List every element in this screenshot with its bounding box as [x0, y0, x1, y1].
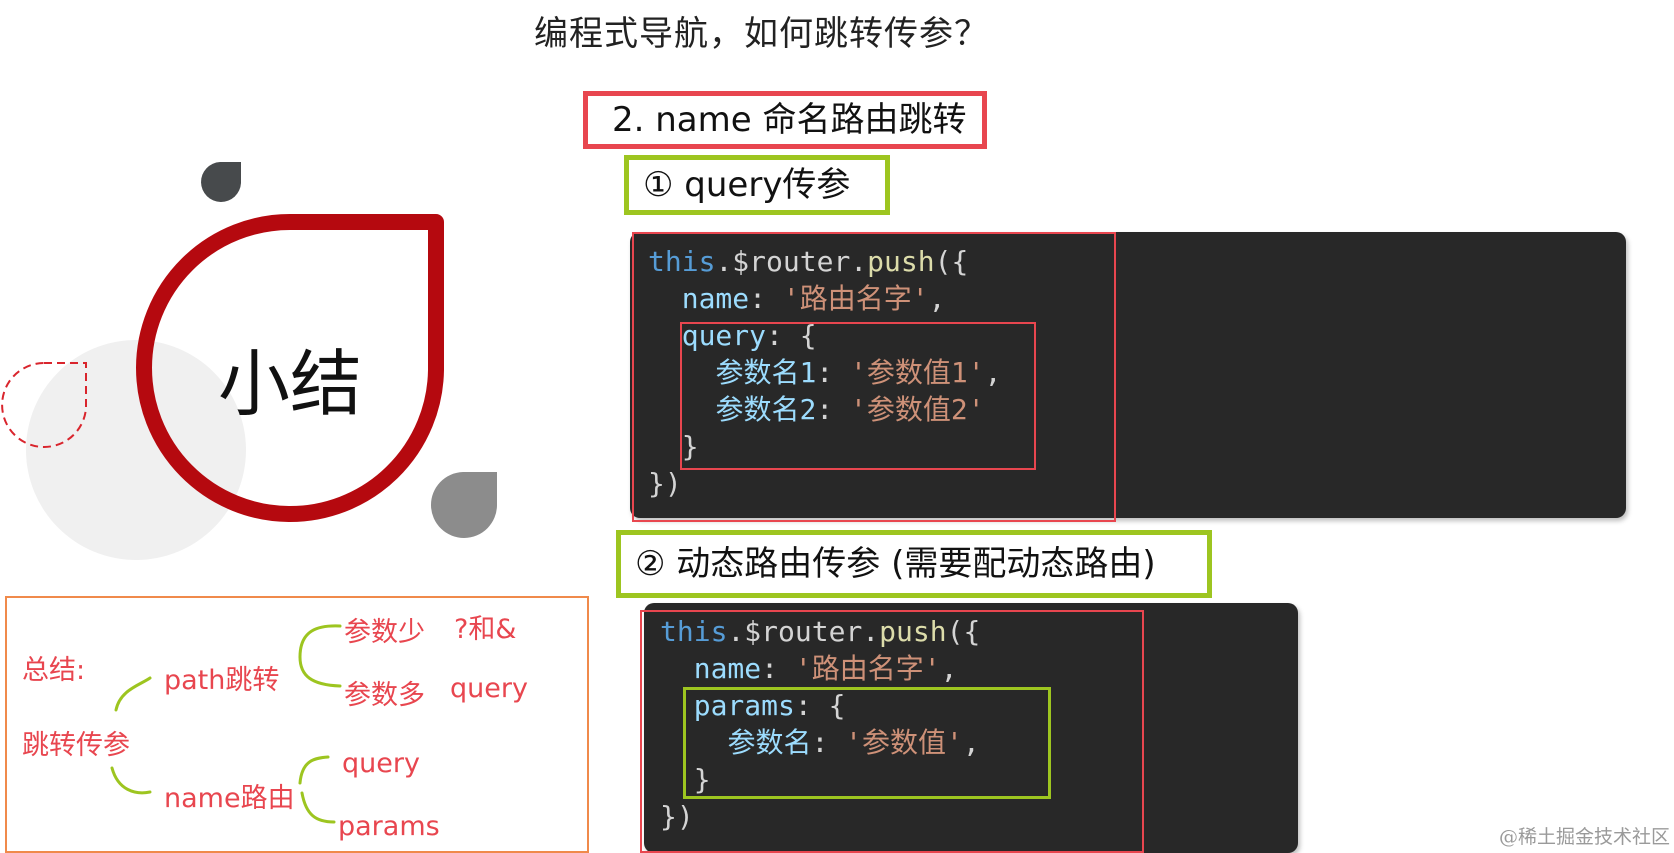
- summary-name-params: params: [338, 811, 440, 842]
- connector-root-name: [110, 766, 152, 795]
- code-token: :: [816, 356, 851, 389]
- code-token: ,: [940, 652, 958, 685]
- highlight-query-object: [680, 322, 1036, 470]
- code-token: ({: [946, 615, 981, 648]
- summary-path-many: 参数多: [344, 680, 425, 711]
- code-panel-params: [644, 603, 1298, 853]
- code-line: 参数名: '参数值',: [660, 724, 980, 761]
- code-token: :: [761, 652, 795, 685]
- code-panel-query: [630, 232, 1626, 518]
- summary-path-few-note: ?和&: [454, 614, 517, 645]
- code-token: name: [693, 652, 762, 685]
- hero-decoration: [1, 162, 497, 560]
- code-token: :: [749, 282, 783, 315]
- highlight-params-object: [683, 687, 1051, 799]
- code-line: 参数名1: '参数值1',: [648, 354, 1001, 391]
- code-token: name: [681, 282, 750, 315]
- code-token: ,: [984, 356, 1002, 389]
- code-line: }): [648, 465, 1001, 502]
- code-line: name: '路由名字',: [660, 650, 980, 687]
- code-token: }: [681, 430, 699, 463]
- code-line: }): [660, 798, 980, 835]
- code-line: this.$router.push({: [648, 243, 1001, 280]
- code-line: this.$router.push({: [660, 613, 980, 650]
- code-token: params: [693, 689, 795, 722]
- code-line: 参数名2: '参数值2': [648, 391, 1001, 428]
- code-token: '路由名字': [782, 282, 929, 315]
- summary-connectors: [110, 624, 342, 824]
- dark-drop-icon: [201, 162, 241, 202]
- section-heading-name-route: 2. name 命名路由跳转: [583, 91, 987, 149]
- code-token: '路由名字': [794, 652, 941, 685]
- highlight-outer-query: [632, 232, 1116, 522]
- dashed-drop-icon: [1, 362, 87, 448]
- code-line: name: '路由名字',: [648, 280, 1001, 317]
- code-token: query: [681, 319, 767, 352]
- code-token: ,: [962, 726, 980, 759]
- summary-box: [5, 596, 589, 853]
- code-token: this: [648, 245, 716, 278]
- connector-path-few: [298, 624, 342, 659]
- hero-summary-label: 小结: [218, 342, 363, 426]
- highlight-outer-params: [640, 610, 1144, 853]
- code-token: '参数值2': [850, 393, 985, 426]
- code-token: ,: [928, 282, 946, 315]
- code-token: 参数名: [727, 726, 812, 759]
- code-line: }: [648, 428, 1001, 465]
- code-token: '参数值1': [850, 356, 985, 389]
- query-heading: ① query传参: [624, 155, 890, 215]
- connector-root-path: [114, 676, 152, 712]
- code-block-query: this.$router.push({ name: '路由名字', query:…: [648, 243, 1001, 502]
- code-token: }): [660, 800, 694, 833]
- summary-root: 跳转传参: [22, 730, 130, 761]
- connector-path-many: [298, 655, 342, 688]
- code-token: }): [648, 467, 682, 500]
- code-line: }: [660, 761, 980, 798]
- connector-name-query: [298, 755, 330, 785]
- code-token: this: [660, 615, 728, 648]
- page-title: 编程式导航，如何跳转传参？: [534, 14, 989, 54]
- code-token: 参数名1: [715, 356, 817, 389]
- code-token: }: [693, 763, 711, 796]
- code-line: params: {: [660, 687, 980, 724]
- code-block-params: this.$router.push({ name: '路由名字', params…: [660, 613, 980, 835]
- code-token: .$router.: [715, 245, 868, 278]
- code-token: push: [879, 615, 947, 648]
- summary-heading: 总结:: [22, 655, 86, 686]
- code-token: ({: [934, 245, 969, 278]
- bg-circle: [26, 340, 246, 560]
- code-token: :: [811, 726, 846, 759]
- summary-path-few: 参数少: [344, 617, 425, 648]
- code-token: : {: [794, 689, 846, 722]
- code-token: '参数值': [845, 726, 963, 759]
- watermark: @稀土掘金技术社区: [1498, 826, 1670, 848]
- summary-name-branch: name路由: [164, 783, 295, 814]
- red-drop-outline: [136, 214, 444, 522]
- connector-name-params: [300, 791, 336, 824]
- code-token: 参数名2: [715, 393, 817, 426]
- params-heading: ② 动态路由传参 (需要配动态路由): [616, 530, 1212, 598]
- gray-drop-icon: [431, 472, 497, 538]
- code-line: query: {: [648, 317, 1001, 354]
- code-token: push: [867, 245, 935, 278]
- summary-name-query: query: [342, 748, 420, 779]
- summary-path-branch: path跳转: [164, 665, 280, 696]
- code-token: .$router.: [727, 615, 880, 648]
- code-token: :: [816, 393, 851, 426]
- code-token: : {: [766, 319, 817, 352]
- summary-path-many-note: query: [450, 673, 528, 704]
